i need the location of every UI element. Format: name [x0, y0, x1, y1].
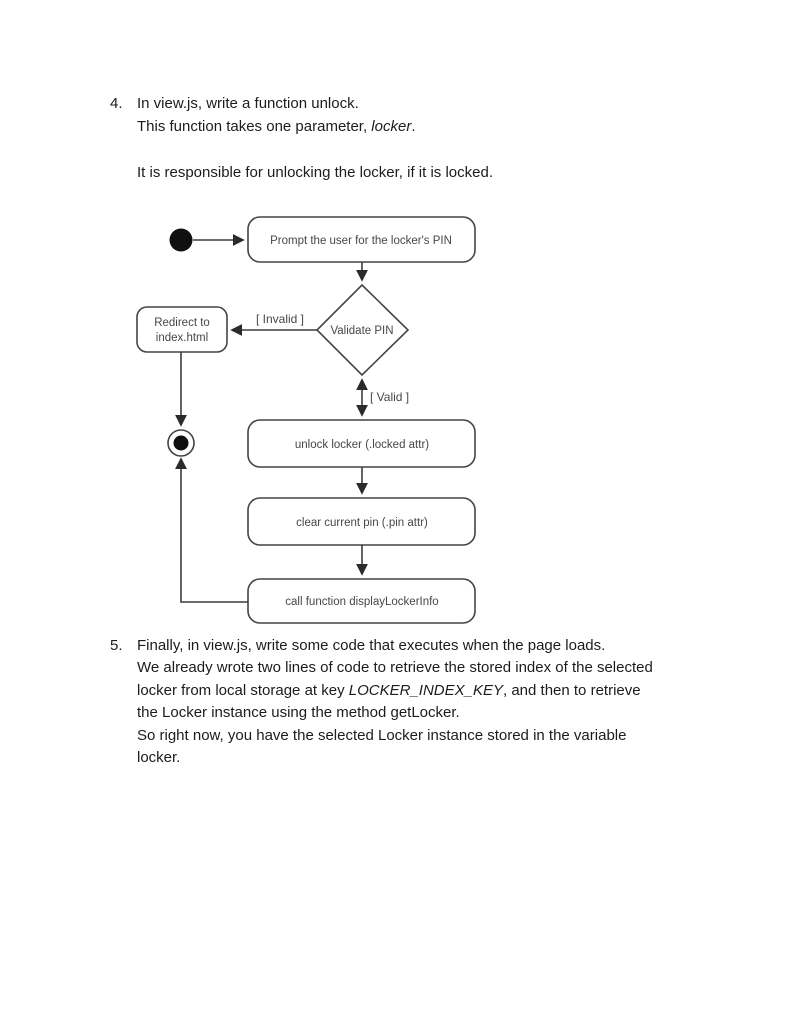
- guard-label-valid: [ Valid ]: [370, 390, 409, 404]
- list-item-4: 4. In view.js, write a function unlock. …: [110, 92, 493, 184]
- activity-diagram: Prompt the user for the locker's PIN Val…: [136, 216, 476, 624]
- item4-number: 4.: [110, 95, 123, 112]
- item4-line2-pre: This function takes one parameter,: [137, 118, 372, 135]
- start-node: [169, 228, 193, 252]
- item5-line3-post: , and then to retrieve: [503, 681, 641, 699]
- activity-box-clear-label: clear current pin (.pin attr): [296, 517, 428, 529]
- item4-line3: It is responsible for unlocking the lock…: [137, 164, 494, 181]
- end-node-inner-dot: [173, 435, 189, 451]
- activity-box-prompt-label: Prompt the user for the locker's PIN: [270, 235, 452, 247]
- item5-line1: 5. Finally, in view.js, write some code …: [110, 635, 653, 657]
- activity-box-redirect-line1: Redirect to: [154, 317, 210, 329]
- item5-number: 5.: [110, 637, 123, 654]
- item4-line2: This function takes one parameter, locke…: [110, 115, 493, 138]
- list-item-5: 5. Finally, in view.js, write some code …: [110, 635, 653, 769]
- decision-diamond-validate-pin: [315, 283, 410, 377]
- guard-label-invalid: [ Invalid ]: [256, 312, 304, 326]
- item4-line2-italic: locker: [371, 118, 412, 135]
- blank-line: [110, 138, 493, 161]
- item5-line4: the Locker instance using the method get…: [137, 704, 460, 722]
- activity-box-call-label: call function displayLockerInfo: [285, 596, 438, 608]
- item5-line3-pre: locker from local storage at key: [137, 681, 349, 699]
- arrow-call-to-end: [175, 457, 248, 603]
- item4-line2-post: .: [411, 118, 416, 135]
- activity-box-call: [247, 578, 476, 624]
- item5-line5: So right now, you have the selected Lock…: [137, 726, 627, 744]
- activity-box-unlock-label: unlock locker (.locked attr): [295, 439, 429, 451]
- item5-line3-italic: LOCKER_INDEX_KEY: [348, 681, 503, 699]
- item5-line2: We already wrote two lines of code to re…: [137, 659, 653, 677]
- activity-box-redirect: [136, 306, 228, 353]
- activity-box-redirect-line2: index.html: [156, 332, 208, 344]
- item4-line1-text: In view.js, write a function unlock.: [137, 95, 359, 112]
- item4-line1: 4. In view.js, write a function unlock.: [110, 92, 493, 115]
- decision-diamond-label: Validate PIN: [330, 325, 393, 337]
- item5-line1-text: Finally, in view.js, write some code tha…: [137, 637, 606, 654]
- item5-line3: locker from local storage at key LOCKER_…: [110, 680, 653, 702]
- item5-line6: locker.: [137, 749, 181, 767]
